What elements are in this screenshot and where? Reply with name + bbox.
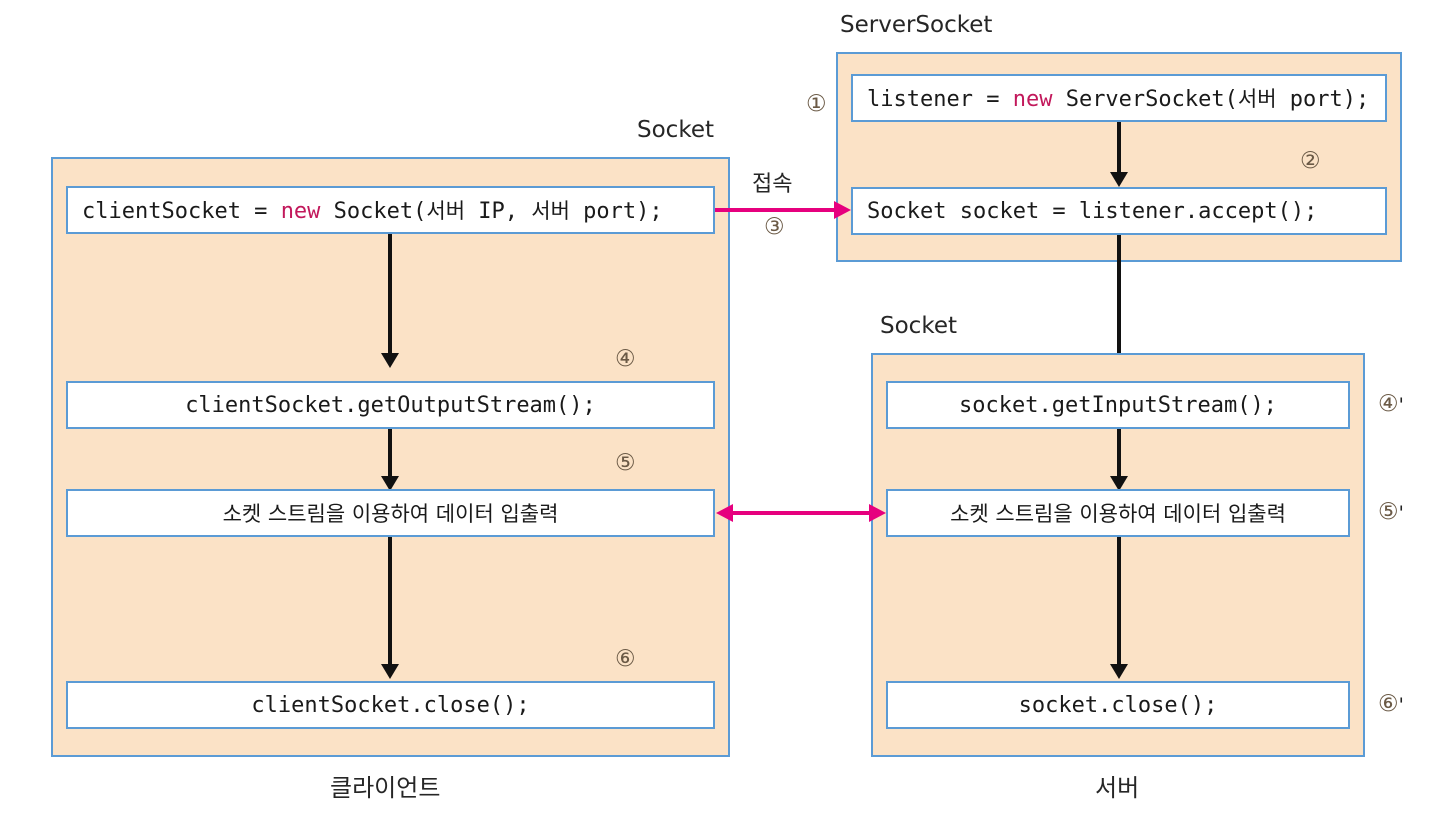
server-step-marker-6-prime: ⑥': [1378, 691, 1404, 717]
client-socket-constructor-code: clientSocket = new Socket(서버 IP, 서버 port…: [82, 199, 663, 224]
server-port-label: 서버: [531, 199, 570, 223]
server-step-marker-2: ②: [1300, 148, 1321, 174]
server-close-box[interactable]: socket.close();: [886, 681, 1350, 729]
connect-arrow-marker-3: ③: [764, 214, 785, 240]
client-close-box[interactable]: clientSocket.close();: [66, 681, 715, 729]
client-data-io-box[interactable]: 소켓 스트림을 이용하여 데이터 입출력: [66, 489, 715, 537]
prime-mark: ': [1398, 694, 1404, 716]
server-step-marker-1: ①: [806, 91, 827, 117]
new-keyword: new: [1012, 87, 1053, 112]
new-keyword: new: [280, 199, 321, 224]
client-step-marker-6: ⑥: [615, 646, 636, 672]
client-step-marker-4: ④: [615, 346, 636, 372]
serversocket-accept-box[interactable]: Socket socket = listener.accept();: [851, 187, 1387, 235]
client-data-io-label: 소켓 스트림을 이용하여 데이터 입출력: [222, 502, 559, 526]
client-close-code: clientSocket.close();: [251, 692, 530, 718]
connect-arrow-label: 접속: [752, 172, 793, 197]
serversocket-constructor-box[interactable]: listener = new ServerSocket(서버 port);: [851, 74, 1387, 122]
serversocket-accept-code: Socket socket = listener.accept();: [867, 198, 1318, 224]
server-getinputstream-code: socket.getInputStream();: [959, 392, 1277, 418]
server-footer-label: 서버: [1095, 774, 1140, 802]
server-data-io-label: 소켓 스트림을 이용하여 데이터 입출력: [950, 502, 1286, 526]
client-step-marker-5: ⑤: [615, 450, 636, 476]
server-data-io-box[interactable]: 소켓 스트림을 이용하여 데이터 입출력: [886, 489, 1350, 537]
prime-mark: ': [1398, 394, 1404, 416]
server-step-marker-5-prime: ⑤': [1378, 499, 1404, 525]
prime-mark: ': [1398, 502, 1404, 524]
client-footer-label: 클라이언트: [330, 774, 441, 802]
client-getoutputstream-code: clientSocket.getOutputStream();: [185, 392, 596, 418]
serversocket-group-title: ServerSocket: [840, 12, 993, 38]
client-getoutputstream-box[interactable]: clientSocket.getOutputStream();: [66, 381, 715, 429]
server-step-marker-4-prime: ④': [1378, 391, 1404, 417]
server-port-label: 서버: [1237, 87, 1277, 111]
server-close-code: socket.close();: [1018, 692, 1218, 718]
client-socket-constructor-box[interactable]: clientSocket = new Socket(서버 IP, 서버 port…: [66, 186, 715, 234]
server-getinputstream-box[interactable]: socket.getInputStream();: [886, 381, 1350, 429]
serversocket-constructor-code: listener = new ServerSocket(서버 port);: [867, 87, 1370, 112]
server-socket-group-title: Socket: [880, 313, 957, 339]
server-ip-label: 서버: [426, 199, 466, 223]
client-group-title: Socket: [637, 117, 714, 143]
